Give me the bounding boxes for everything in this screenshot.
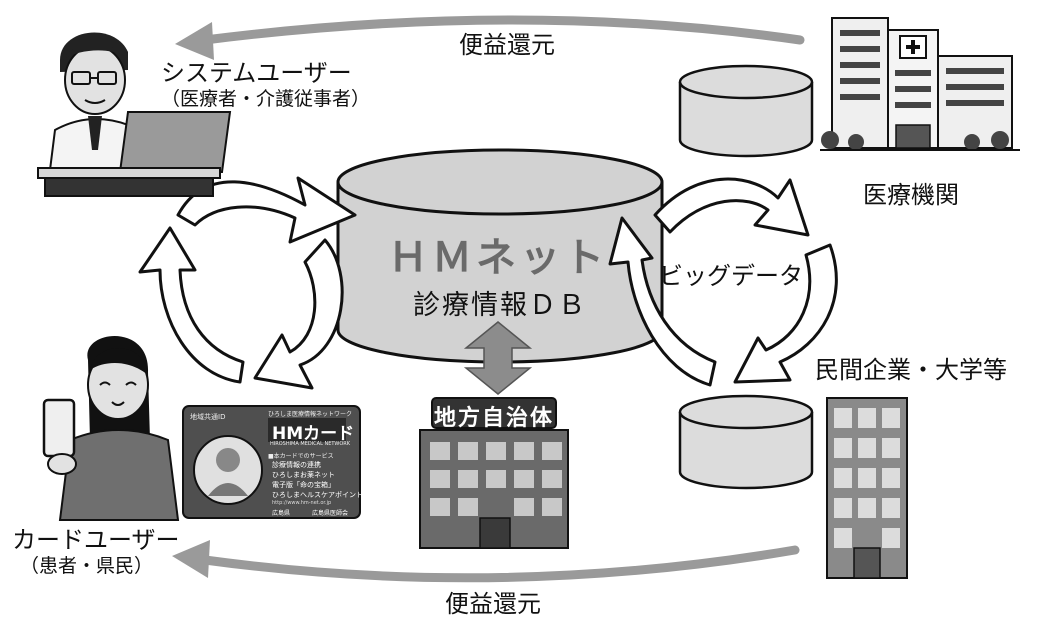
card-item: 電子版「命の宝箱」 <box>272 481 335 489</box>
medical-institution-label: 医療機関 <box>863 181 959 209</box>
card-footer-left: 広島県 <box>272 510 291 517</box>
card-user-sub-label: （患者・県民） <box>20 555 154 577</box>
benefit-arrow-bottom <box>172 540 800 583</box>
card-footer-right: 広島県医師会 <box>312 510 349 517</box>
flow-arrow-left-top <box>176 176 357 244</box>
private-sector-label: 民間企業・大学等 <box>815 356 1007 384</box>
card-header: ひろしま医療情報ネットワーク <box>268 411 353 418</box>
flow-arrow-right-up <box>608 216 717 387</box>
card-item: ひろしまヘルスケアポイント <box>272 491 363 499</box>
card-brand-line: HIROSHIMA MEDICAL NETWORK <box>270 441 351 447</box>
db-subtitle: 診療情報ＤＢ <box>413 290 587 321</box>
card-item: 診療情報の連携 <box>272 461 321 469</box>
benefit-arrow-top <box>175 15 805 60</box>
flow-arrow-left-down <box>253 238 344 390</box>
db-title: ＨＭネット <box>388 235 608 281</box>
hm-net-database-cylinder <box>336 148 664 364</box>
local-government-label: 地方自治体 <box>433 406 554 431</box>
hm-card <box>182 405 361 519</box>
local-government-building-illustration <box>419 397 569 549</box>
big-data-label: ビッグデータ <box>659 262 803 290</box>
system-user-label: システムユーザー <box>161 59 352 87</box>
double-arrow-db-government <box>463 321 533 395</box>
card-title: HMカード <box>272 424 355 444</box>
private-storage-cylinder <box>678 394 814 490</box>
card-user-with-phone-illustration <box>42 335 180 521</box>
card-item: ひろしまお薬ネット <box>272 471 335 479</box>
card-url: http://www.hm-net.or.jp <box>272 500 332 506</box>
flow-arrow-left-bottom <box>138 226 245 384</box>
system-user-sub-label: （医療者・介護従事者） <box>161 88 371 110</box>
benefit-label-top: 便益還元 <box>459 31 555 59</box>
flow-arrow-right-down <box>733 243 838 384</box>
flow-arrow-right-top <box>653 177 810 237</box>
office-building-illustration <box>826 397 908 579</box>
doctor-with-laptop-illustration <box>37 32 232 197</box>
card-user-label: カードユーザー <box>12 526 180 554</box>
hospital-building-illustration <box>820 17 1020 151</box>
card-items-heading: ■本カードでのサービス <box>268 453 334 460</box>
card-area-note: 地域共通ID <box>190 413 226 421</box>
medical-storage-cylinder <box>678 64 814 158</box>
benefit-label-bottom: 便益還元 <box>445 590 541 618</box>
